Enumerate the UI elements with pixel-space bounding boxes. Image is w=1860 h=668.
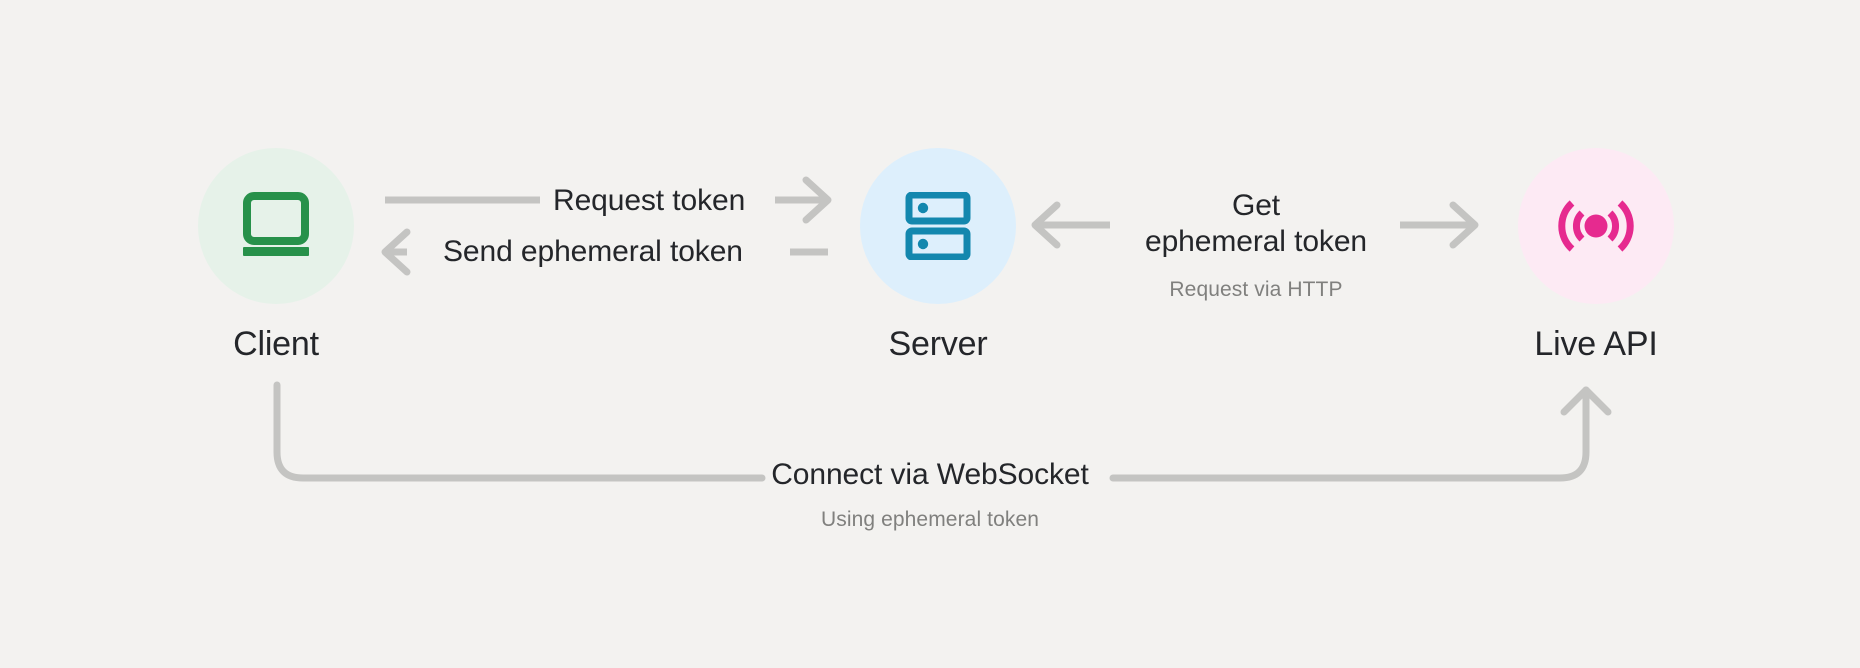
node-server[interactable]: Server xyxy=(860,148,1016,364)
node-server-label: Server xyxy=(888,325,988,363)
edge-label-request-token: Request token xyxy=(553,184,746,217)
node-client-label: Client xyxy=(233,325,319,363)
edge-label-get-ephemeral-token: Get ephemeral token xyxy=(1145,188,1367,260)
edge-get-token-left-arrow xyxy=(1031,201,1110,249)
node-live-api-label: Live API xyxy=(1534,325,1658,363)
edge-sublabel-using-ephemeral-token: Using ephemeral token xyxy=(820,508,1040,531)
node-live-api[interactable]: Live API xyxy=(1518,148,1674,364)
node-server-circle xyxy=(860,148,1016,304)
edge-get-token-right-arrow xyxy=(1400,201,1479,249)
laptop-icon xyxy=(243,192,309,256)
edge-sublabel-request-via-http: Request via HTTP xyxy=(1169,278,1343,301)
edge-label-connect-via-websocket: Connect via WebSocket xyxy=(771,458,1089,491)
edge-send-ephemeral-token-line xyxy=(381,228,828,276)
edge-label-get-ephemeral-token-line1: Get xyxy=(1231,189,1281,222)
node-client-circle xyxy=(198,148,354,304)
server-icon xyxy=(905,192,971,260)
node-client[interactable]: Client xyxy=(198,148,354,364)
edge-connect-websocket-line xyxy=(273,381,1612,482)
edge-request-token-line xyxy=(385,176,832,224)
broadcast-signal-icon xyxy=(1558,200,1634,252)
edge-label-send-ephemeral-token: Send ephemeral token xyxy=(443,235,743,268)
edge-label-get-ephemeral-token-line2: ephemeral token xyxy=(1145,225,1367,258)
node-live-api-circle xyxy=(1518,148,1674,304)
